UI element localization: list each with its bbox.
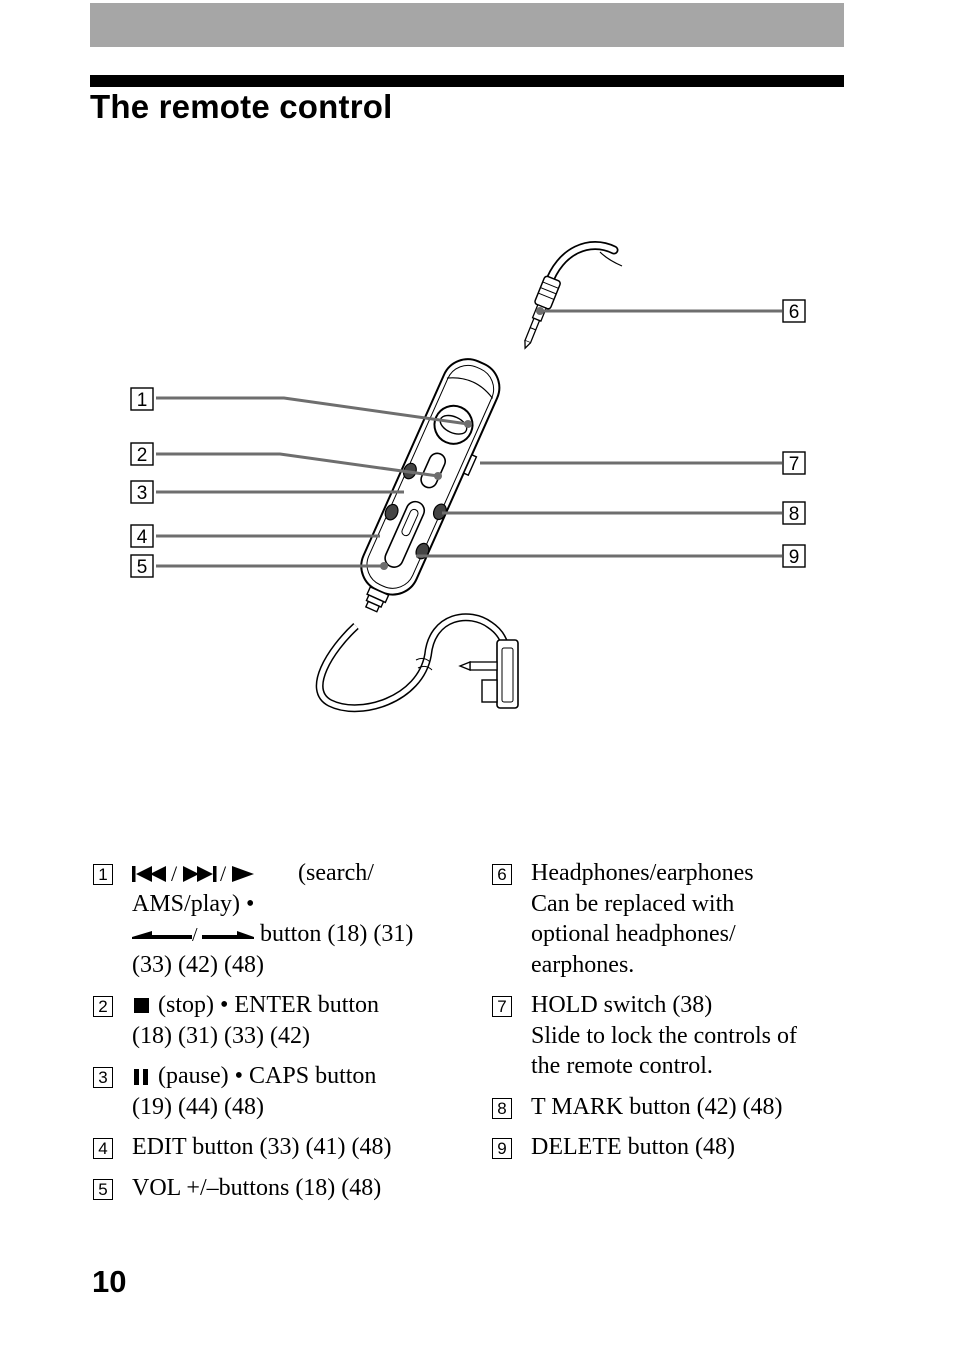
svg-text:5: 5 [137, 557, 148, 578]
rewind-forward-icon: / [132, 928, 254, 942]
legend-number: 9 [492, 1138, 512, 1159]
prev-next-play-icon: / / [132, 864, 254, 884]
legend-number: 6 [492, 864, 512, 885]
callout-5: 5 [130, 554, 154, 578]
callout-1: 1 [130, 387, 154, 411]
headphone-cord [543, 241, 623, 290]
header-bar [90, 3, 844, 47]
svg-text:7: 7 [789, 454, 800, 475]
legend-item-7: 7 HOLD switch (38) Slide to lock the con… [492, 990, 852, 1082]
legend-number: 4 [93, 1138, 113, 1159]
svg-text:4: 4 [137, 527, 148, 548]
legend-item-4: 4 EDIT button (33) (41) (48) [93, 1132, 463, 1163]
legend-item-5: 5 VOL +/–buttons (18) (48) [93, 1173, 463, 1204]
page-title: The remote control [90, 88, 393, 125]
legend-item-2: 2 (stop) • ENTER button (18) (31) (33) (… [93, 990, 463, 1051]
legend-number: 5 [93, 1178, 113, 1200]
callout-6: 6 [782, 299, 806, 323]
callout-9: 9 [782, 544, 806, 568]
title-rule [90, 75, 844, 87]
callout-8: 8 [782, 501, 806, 525]
callout-4: 4 [130, 524, 154, 548]
svg-text:2: 2 [137, 445, 148, 466]
legend-item-6: 6 Headphones/earphones Can be replaced w… [492, 858, 852, 980]
legend-left-column: 1 / / (search/ AMS/play) • / butto [93, 858, 463, 1213]
legend-right-column: 6 Headphones/earphones Can be replaced w… [492, 858, 852, 1173]
page-number: 10 [92, 1264, 127, 1299]
remote-control-diagram: 1 2 3 4 5 6 7 8 9 [130, 241, 806, 713]
legend-item-3: 3 (pause) • CAPS button (19) (44) (48) [93, 1061, 463, 1122]
legend-item-1: 1 / / (search/ AMS/play) • / butto [93, 858, 463, 980]
leader-dots [380, 307, 544, 570]
legend-number: 1 [93, 864, 113, 885]
legend-number: 2 [93, 996, 113, 1017]
svg-text:6: 6 [789, 302, 800, 323]
unit-plug [458, 639, 519, 709]
remote-body [360, 358, 501, 613]
callout-3: 3 [130, 480, 154, 504]
legend-number: 3 [93, 1067, 113, 1088]
legend-item-9: 9 DELETE button (48) [492, 1132, 852, 1163]
stop-icon [134, 998, 149, 1014]
svg-text:/: / [171, 864, 178, 884]
svg-text:1: 1 [137, 390, 148, 411]
remote-cord [315, 613, 511, 713]
pause-icon [134, 1069, 148, 1086]
legend-number: 7 [492, 996, 512, 1017]
svg-text:/: / [220, 864, 227, 884]
legend-number: 8 [492, 1097, 512, 1119]
callout-7: 7 [782, 451, 806, 475]
callout-2: 2 [130, 442, 154, 466]
svg-text:8: 8 [789, 504, 800, 525]
svg-text:3: 3 [137, 483, 148, 504]
legend-item-8: 8 T MARK button (42) (48) [492, 1092, 852, 1123]
svg-text:/: / [192, 928, 198, 942]
leader-lines [156, 309, 782, 568]
svg-text:9: 9 [789, 547, 800, 568]
